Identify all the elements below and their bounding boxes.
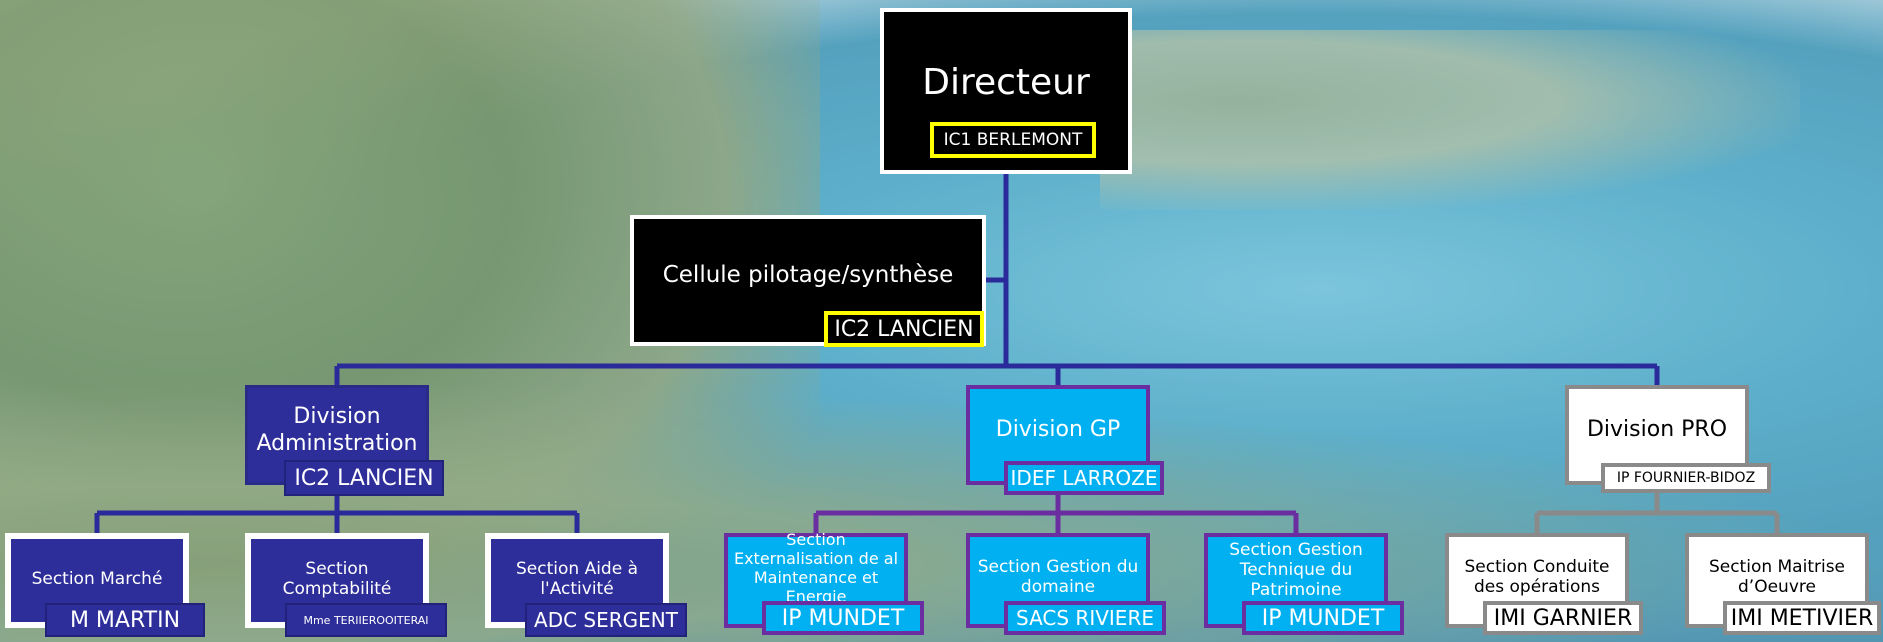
section-gestion-technique-title: Section Gestion Technique du Patrimoine — [1229, 540, 1363, 600]
division-administration-box: Division Administration IC2 LANCIEN — [245, 385, 444, 496]
section-marche-box: Section Marché M MARTIN — [5, 533, 205, 637]
section-conduite-operations-title: Section Conduite des opérations — [1464, 557, 1610, 597]
director-name-tag: IC1 BERLEMONT — [930, 122, 1096, 158]
section-aide-activite-name-tag: ADC SERGENT — [525, 603, 687, 637]
section-aide-activite-title: Section Aide à l'Activité — [516, 559, 638, 599]
cellule-box: Cellule pilotage/synthèse IC2 LANCIEN — [630, 215, 986, 347]
division-pro-box: Division PRO IP FOURNIER-BIDOZ — [1565, 385, 1771, 493]
section-maitrise-oeuvre-box: Section Maitrise d’Oeuvre IMI METIVIER — [1685, 533, 1881, 635]
director-box: Directeur IC1 BERLEMONT — [880, 8, 1132, 174]
division-gp-box: Division GP IDEF LARROZE — [966, 385, 1164, 495]
cellule-title: Cellule pilotage/synthèse — [662, 262, 954, 288]
section-gestion-domaine-box: Section Gestion du domaine SACS RIVIERE — [966, 533, 1166, 635]
division-gp-name-tag: IDEF LARROZE — [1004, 461, 1164, 495]
section-gestion-domaine-name-tag: SACS RIVIERE — [1004, 601, 1166, 635]
division-administration-name-tag: IC2 LANCIEN — [284, 460, 444, 496]
section-marche-title: Section Marché — [31, 569, 163, 589]
section-comptabilite-box: Section Comptabilité Mme TERIIEROOITERAI — [245, 533, 447, 637]
section-comptabilite-name-tag: Mme TERIIEROOITERAI — [285, 603, 447, 637]
division-gp-title: Division GP — [995, 416, 1121, 442]
division-pro-title: Division PRO — [1586, 416, 1728, 442]
division-pro-name-tag: IP FOURNIER-BIDOZ — [1601, 463, 1771, 493]
section-comptabilite-title: Section Comptabilité — [282, 559, 392, 599]
section-conduite-operations-box: Section Conduite des opérations IMI GARN… — [1445, 533, 1643, 635]
section-gestion-domaine-title: Section Gestion du domaine — [977, 557, 1139, 597]
section-maitrise-oeuvre-title: Section Maitrise d’Oeuvre — [1708, 557, 1846, 597]
section-marche-name-tag: M MARTIN — [45, 603, 205, 637]
section-gestion-technique-name-tag: IP MUNDET — [1242, 601, 1404, 635]
section-externalisation-title: Section Externalisation de al Maintenanc… — [733, 530, 899, 606]
section-maitrise-oeuvre-name-tag: IMI METIVIER — [1723, 601, 1881, 635]
background-hill-right — [1100, 30, 1800, 210]
section-conduite-operations-name-tag: IMI GARNIER — [1483, 601, 1643, 635]
cellule-name-tag: IC2 LANCIEN — [824, 311, 984, 347]
section-gestion-technique-box: Section Gestion Technique du Patrimoine … — [1204, 533, 1404, 635]
section-aide-activite-box: Section Aide à l'Activité ADC SERGENT — [485, 533, 687, 637]
division-administration-title: Division Administration — [256, 404, 418, 456]
section-externalisation-box: Section Externalisation de al Maintenanc… — [724, 530, 924, 635]
director-title: Directeur — [922, 61, 1090, 103]
section-externalisation-name-tag: IP MUNDET — [762, 601, 924, 635]
